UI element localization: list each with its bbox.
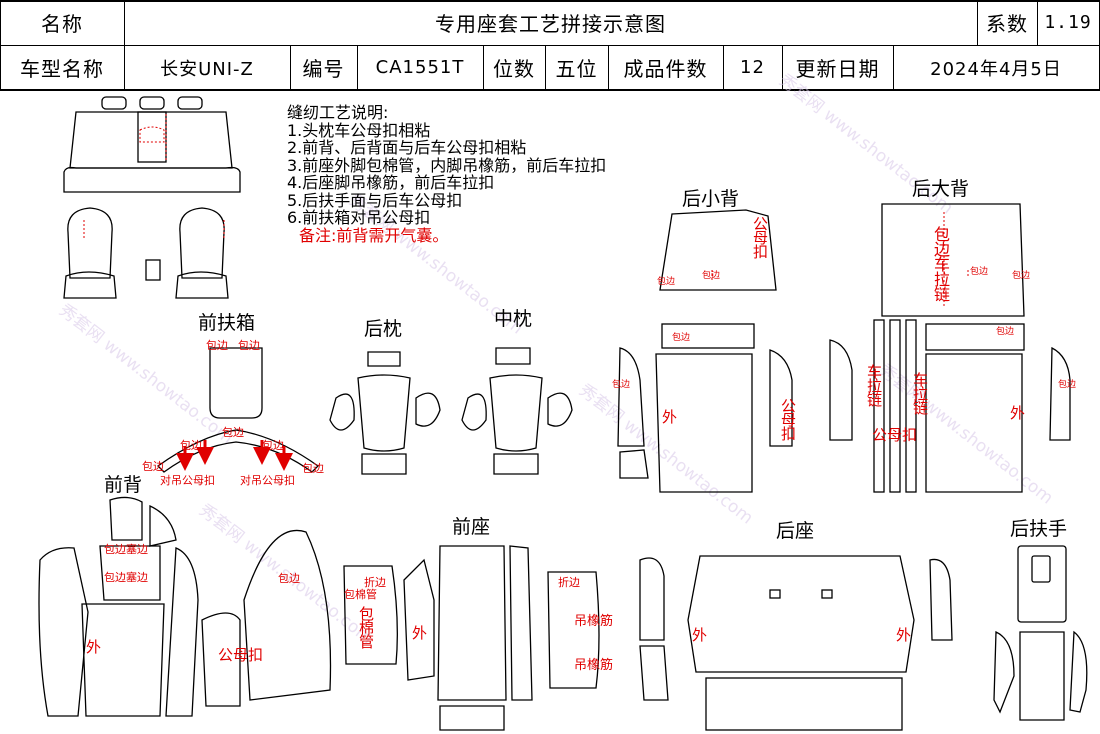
table-row-divider xyxy=(0,45,1100,46)
rear-big-back-pieces xyxy=(829,203,1071,493)
annotation-edge-binding: 包边 xyxy=(672,333,691,343)
rear-small-back-pieces xyxy=(617,209,793,493)
annotation-elastic: 吊橡筋 xyxy=(574,658,614,673)
annotation-edge-binding: 包边 xyxy=(206,339,228,352)
annotation-outer: 外 xyxy=(692,626,708,644)
annotation-edge-binding: 包边 xyxy=(180,439,202,452)
annotation-zipper: 车拉链 xyxy=(911,372,929,414)
annotation-edge-binding: 包边 xyxy=(262,439,284,452)
annotation-edge-tuck: 包边塞边 xyxy=(104,543,148,556)
annotation-fold-edge: 折边 xyxy=(364,576,386,589)
date-label: 更新日期 xyxy=(795,57,880,81)
note-item: 5.后扶手面与后车公母扣 xyxy=(287,190,463,210)
coef-label: 系数 xyxy=(986,12,1028,36)
annotation-edge-binding: 包边 xyxy=(702,271,721,281)
front-seat-pieces xyxy=(343,545,600,731)
annotation-edge-binding: 包边 xyxy=(970,267,989,277)
annotation-snap-pair: 对吊公母扣 xyxy=(240,474,295,487)
section-title-front-back: 前背 xyxy=(104,474,143,496)
annotation-snap-button: 公母扣 xyxy=(872,426,918,444)
annotation-snap-button: 公母扣 xyxy=(751,216,769,258)
front-back-pieces xyxy=(38,496,332,717)
annotation-edge-binding: 包边 xyxy=(612,380,631,390)
sewing-notes: 缝纫工艺说明: 1.头枕车公母扣相粘 2.前背、后背面与后车公母扣相粘 3.前座… xyxy=(287,104,606,244)
annotation-edge-binding: 包边 xyxy=(996,327,1015,337)
front-armbox-pieces xyxy=(156,347,320,473)
coef-value: 1.19 xyxy=(1044,12,1092,33)
note-item: 2.前背、后背面与后车公母扣相粘 xyxy=(287,138,527,157)
note-item: 4.后座脚吊橡筋，前后车拉扣 xyxy=(287,173,495,192)
rear-seat-thumbnail xyxy=(63,96,241,193)
note-item: 6.前扶箱对吊公母扣 xyxy=(287,208,431,227)
annotation-fold-edge: 折边 xyxy=(558,576,580,589)
annotation-zipper: 车拉链 xyxy=(865,364,883,406)
model-value: 长安UNI-Z xyxy=(160,58,254,80)
annotation-outer: 外 xyxy=(896,626,912,644)
seats-value: 五位 xyxy=(555,57,598,81)
name-label: 名称 xyxy=(41,12,83,36)
annotation-edge-binding: 包边 xyxy=(1012,271,1031,281)
annotation-outer: 外 xyxy=(662,408,678,426)
section-title-rear-small-back: 后小背 xyxy=(682,188,740,210)
header-table: 名称 专用座套工艺拼接示意图 系数 1.19 车型名称 长安UNI-Z 编号 C… xyxy=(0,0,1100,91)
section-title-front-seat: 前座 xyxy=(452,516,491,538)
code-label: 编号 xyxy=(302,57,345,81)
section-title-front-armbox: 前扶箱 xyxy=(198,312,256,334)
annotation-snap-button: 公母扣 xyxy=(779,398,797,440)
date-value: 2024年4月5日 xyxy=(930,58,1062,80)
model-label: 车型名称 xyxy=(20,57,104,81)
notes-heading: 缝纫工艺说明: xyxy=(287,103,389,122)
annotation-edge-binding: 包边 xyxy=(142,460,164,473)
rear-pillow-pieces xyxy=(329,351,441,475)
code-value: CA1551T xyxy=(375,57,465,78)
table-border-bottom xyxy=(0,89,1100,91)
rear-armrest-pieces xyxy=(993,545,1088,721)
middle-pillow-pieces xyxy=(461,347,573,475)
section-title-mid-pillow: 中枕 xyxy=(494,308,533,330)
annotation-edge-binding: 包边 xyxy=(222,426,244,439)
seats-label: 位数 xyxy=(493,57,535,81)
section-title-rear-pillow: 后枕 xyxy=(364,318,403,340)
front-seat-thumbnails xyxy=(63,207,229,299)
rear-seat-pieces xyxy=(639,555,953,731)
sheet-title: 专用座套工艺拼接示意图 xyxy=(435,12,666,36)
annotation-snap-button: 公母扣 xyxy=(218,646,264,664)
annotation-snap-pair: 对吊公母扣 xyxy=(160,474,215,487)
annotation-edge-tuck: 包边塞边 xyxy=(104,571,148,584)
annotation-outer: 外 xyxy=(86,638,102,656)
annotation-outer: 外 xyxy=(1010,404,1026,422)
note-item: 3.前座外脚包棉管，内脚吊橡筋，前后车拉扣 xyxy=(287,155,607,175)
annotation-elastic: 吊橡筋 xyxy=(574,614,614,629)
note-item: 1.头枕车公母扣相粘 xyxy=(287,120,431,140)
annotation-edge-zipper: 包边车拉链 xyxy=(931,226,950,301)
annotation-edge-binding: 包边 xyxy=(238,339,260,352)
table-border-top xyxy=(0,0,1100,2)
annotation-foam-tube: 包棉管 xyxy=(344,588,377,601)
annotation-outer: 外 xyxy=(412,624,428,642)
annotation-foam-tube: 包棉管 xyxy=(357,606,375,648)
annotation-edge-binding: 包边 xyxy=(302,462,324,475)
section-title-rear-seat: 后座 xyxy=(776,520,815,542)
pieces-label: 成品件数 xyxy=(623,57,708,81)
section-title-rear-armrest: 后扶手 xyxy=(1010,518,1068,540)
annotation-edge-binding: 包边 xyxy=(278,572,300,585)
pieces-value: 12 xyxy=(740,57,765,78)
note-remark: 备注:前背需开气囊。 xyxy=(299,225,449,245)
section-title-rear-big-back: 后大背 xyxy=(912,178,970,200)
annotation-edge-binding: 包边 xyxy=(1058,380,1077,390)
annotation-edge-binding: 包边 xyxy=(657,277,676,287)
